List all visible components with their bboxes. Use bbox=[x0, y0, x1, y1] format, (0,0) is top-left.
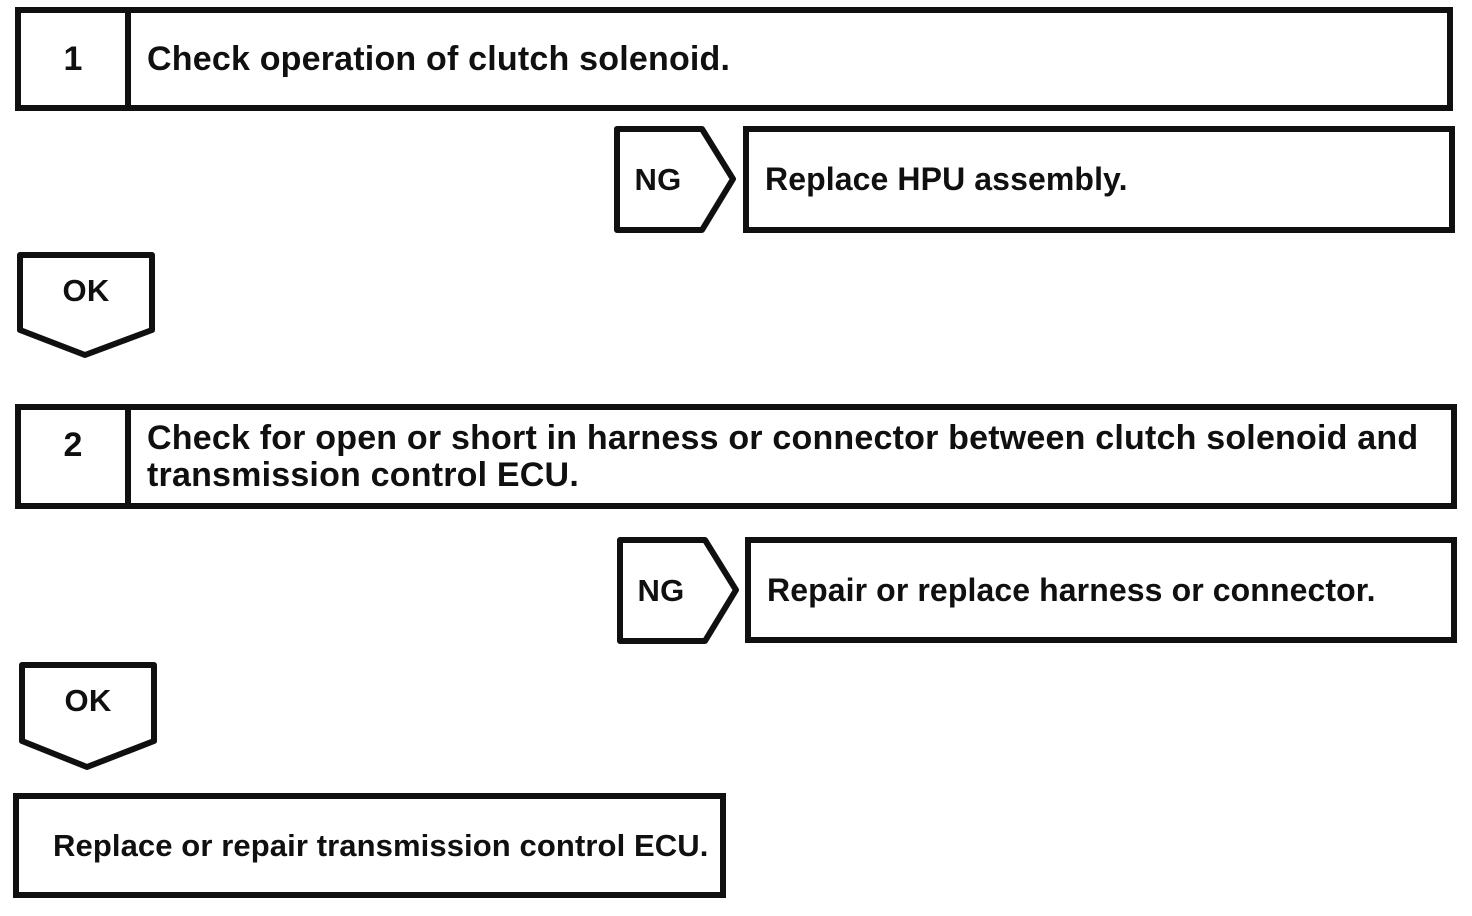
step-2-box: 2 Check for open or short in harness or … bbox=[15, 404, 1457, 509]
ng-arrow-right-icon bbox=[614, 126, 736, 233]
step-1-instruction: Check operation of clutch solenoid. bbox=[147, 39, 731, 78]
final-action-box: Replace or repair transmission control E… bbox=[13, 793, 726, 898]
step-1-ng-label: NG bbox=[634, 161, 682, 197]
step-1-number: 1 bbox=[21, 13, 131, 105]
ng-arrow-right-icon bbox=[617, 537, 739, 644]
ok-arrow-down-icon bbox=[19, 662, 157, 770]
step-1-ok-label: OK bbox=[62, 273, 110, 308]
step-1-ng-action-box: Replace HPU assembly. bbox=[743, 126, 1455, 233]
step-1-ok-pentagon: OK bbox=[16, 251, 156, 359]
step-2-instruction: Check for open or short in harness or co… bbox=[147, 418, 1419, 494]
step-1-ng-action-text: Replace HPU assembly. bbox=[765, 161, 1128, 197]
step-2-ng-action-text: Repair or replace harness or connector. bbox=[767, 571, 1376, 608]
step-2-ng-label: NG bbox=[637, 572, 685, 608]
ok-arrow-down-icon bbox=[17, 252, 155, 358]
step-2-number: 2 bbox=[21, 410, 131, 503]
step-2-ok-label: OK bbox=[64, 683, 112, 718]
step-2-ok-pentagon: OK bbox=[18, 661, 158, 771]
step-2-ng-pentagon: NG bbox=[616, 536, 740, 645]
step-2-ng-action-box: Repair or replace harness or connector. bbox=[745, 537, 1457, 643]
step-1-ng-pentagon: NG bbox=[613, 125, 737, 234]
step-1-box: 1 Check operation of clutch solenoid. bbox=[15, 7, 1453, 111]
final-action-text: Replace or repair transmission control E… bbox=[53, 827, 709, 863]
